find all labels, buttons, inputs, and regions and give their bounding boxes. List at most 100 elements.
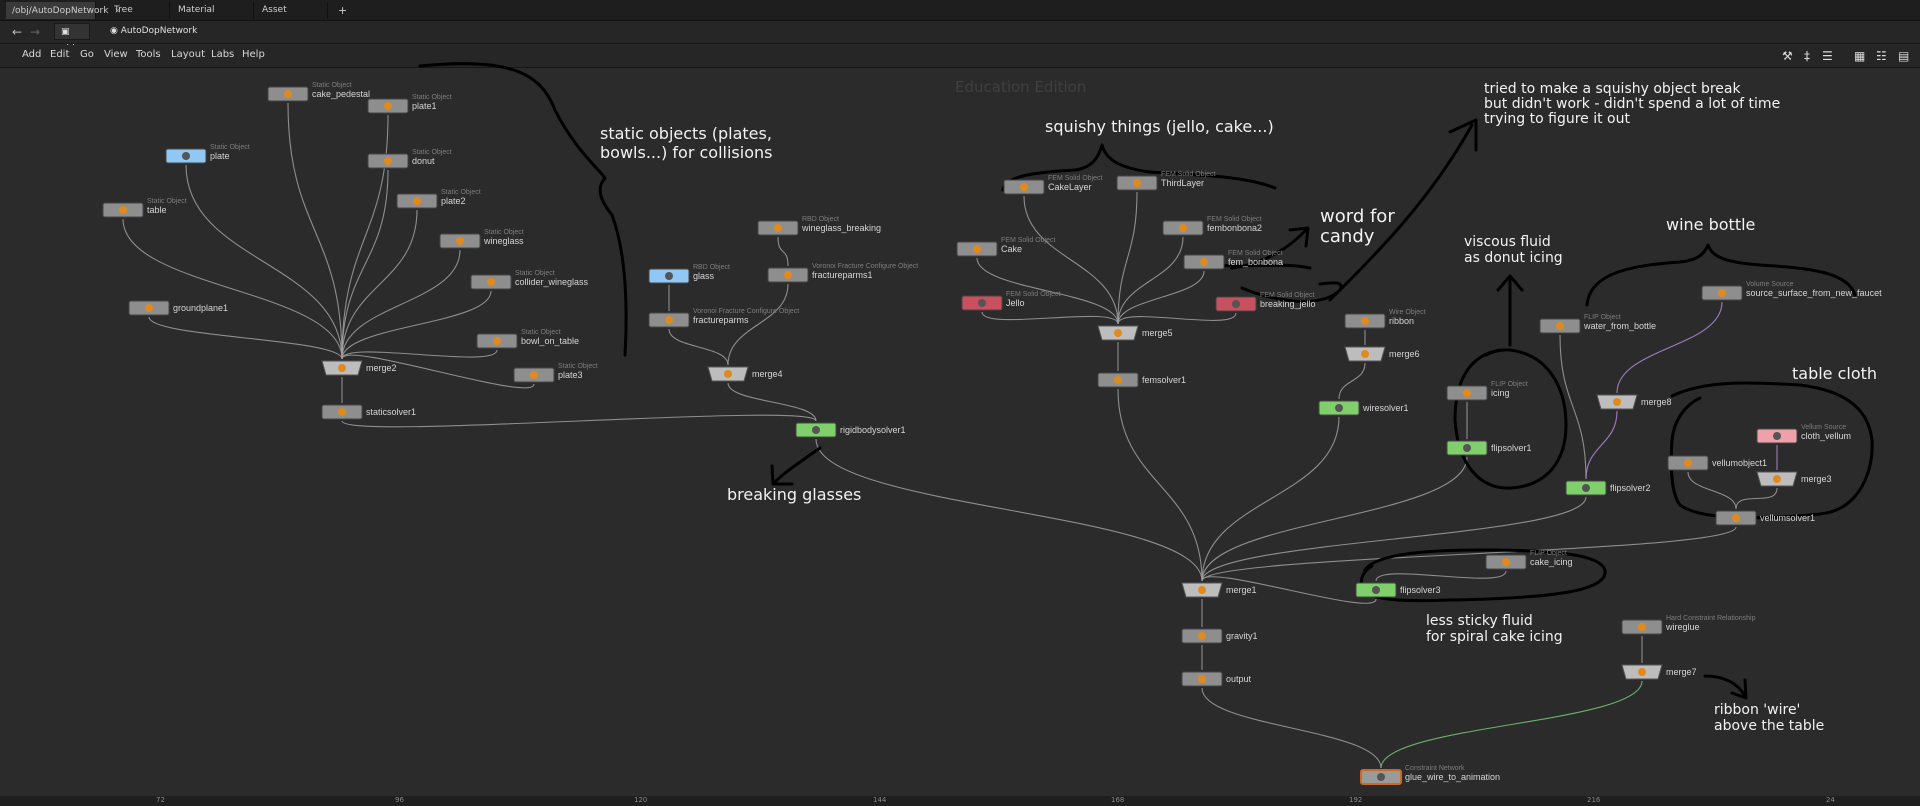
wire <box>341 349 498 360</box>
menu-view[interactable]: View <box>104 49 128 60</box>
menu-edit[interactable]: Edit <box>50 49 70 60</box>
node-type-icon <box>784 271 792 279</box>
node-femsolver1[interactable]: femsolver1 <box>1097 372 1186 388</box>
node-name: water_from_bottle <box>1583 321 1656 331</box>
wire <box>1117 191 1138 325</box>
node-name: plate2 <box>441 196 466 206</box>
forward-arrow-icon[interactable]: → <box>30 25 41 39</box>
node-vellumobject1[interactable]: vellumobject1 <box>1667 455 1767 471</box>
wire <box>1585 410 1618 480</box>
node-flipsolver1[interactable]: flipsolver1 <box>1446 440 1532 456</box>
add-tab-button[interactable]: + <box>332 2 350 19</box>
node-type-label: Static Object <box>147 198 187 205</box>
wire <box>148 316 343 360</box>
node-groundplane1[interactable]: groundplane1 <box>128 300 228 316</box>
menu-go[interactable]: Go <box>80 49 94 60</box>
note-sticky-1: less sticky fluid <box>1426 613 1533 629</box>
node-output[interactable]: output <box>1181 671 1252 687</box>
wire <box>727 283 789 366</box>
node-type-label: Static Object <box>210 144 250 151</box>
brace-squishy <box>1001 143 1277 192</box>
menu-help[interactable]: Help <box>242 49 265 60</box>
node-merge4[interactable]: merge4 <box>707 366 783 382</box>
wire <box>341 354 535 389</box>
menu-tools[interactable]: Tools <box>136 49 161 60</box>
tools-icon[interactable]: ⚒ <box>1782 49 1793 63</box>
wire <box>341 209 418 360</box>
node-type-label: Static Object <box>515 270 555 277</box>
grid-view-icon[interactable]: ▤ <box>1898 49 1910 63</box>
node-type-label: Voronoi Fracture Configure Object <box>693 308 799 315</box>
node-merge8[interactable]: merge8 <box>1596 394 1672 410</box>
node-type-label: Static Object <box>412 94 452 101</box>
node-name: glue_wire_to_animation <box>1405 772 1500 782</box>
back-arrow-icon[interactable]: ← <box>12 25 23 39</box>
plus-icon: + <box>338 4 348 17</box>
node-merge2[interactable]: merge2 <box>321 360 397 376</box>
node-merge1[interactable]: merge1 <box>1181 582 1257 598</box>
breadcrumb-autodopnetwork[interactable]: ◉ AutoDopNetwork <box>104 23 204 40</box>
tab-network[interactable]: /obj/AutoDopNetwork× <box>6 2 121 19</box>
node-merge3[interactable]: merge3 <box>1756 471 1832 487</box>
list-view-icon[interactable]: ☰ <box>1822 49 1833 63</box>
list-view-icon[interactable]: ☷ <box>1876 49 1887 63</box>
node-type-icon <box>1582 484 1590 492</box>
menu-labs[interactable]: Labs <box>211 49 235 60</box>
network-view-icon[interactable]: ‡ <box>1804 49 1810 63</box>
node-wiresolver1[interactable]: wiresolver1 <box>1318 400 1409 416</box>
node-name: merge6 <box>1389 349 1420 359</box>
node-flipsolver3[interactable]: flipsolver3 <box>1355 582 1441 598</box>
network-editor[interactable] <box>10 68 1920 796</box>
close-icon[interactable]: × <box>114 6 122 15</box>
node-name: collider_wineglass <box>515 277 589 287</box>
node-vellumsolver1[interactable]: vellumsolver1 <box>1715 510 1815 526</box>
node-rigidbodysolver1[interactable]: rigidbodysolver1 <box>795 422 906 438</box>
node-merge6[interactable]: merge6 <box>1344 346 1420 362</box>
node-flipsolver2[interactable]: flipsolver2 <box>1565 480 1651 496</box>
node-type-icon <box>1773 432 1781 440</box>
grid-view-icon[interactable]: ▦ <box>1854 49 1866 63</box>
node-merge5[interactable]: merge5 <box>1097 325 1173 341</box>
node-gravity1[interactable]: gravity1 <box>1181 628 1258 644</box>
node-merge7[interactable]: merge7 <box>1621 664 1697 680</box>
arrow-glasses-head <box>770 464 794 486</box>
node-staticsolver1[interactable]: staticsolver1 <box>321 404 416 420</box>
menu-layout[interactable]: Layout <box>171 49 205 60</box>
wire <box>1735 487 1778 510</box>
node-type-label: Constraint Network <box>1405 765 1465 772</box>
menu-add[interactable]: Add <box>22 49 42 60</box>
node-type-label: RBD Object <box>802 216 839 223</box>
node-name: fembonbona2 <box>1207 223 1262 233</box>
